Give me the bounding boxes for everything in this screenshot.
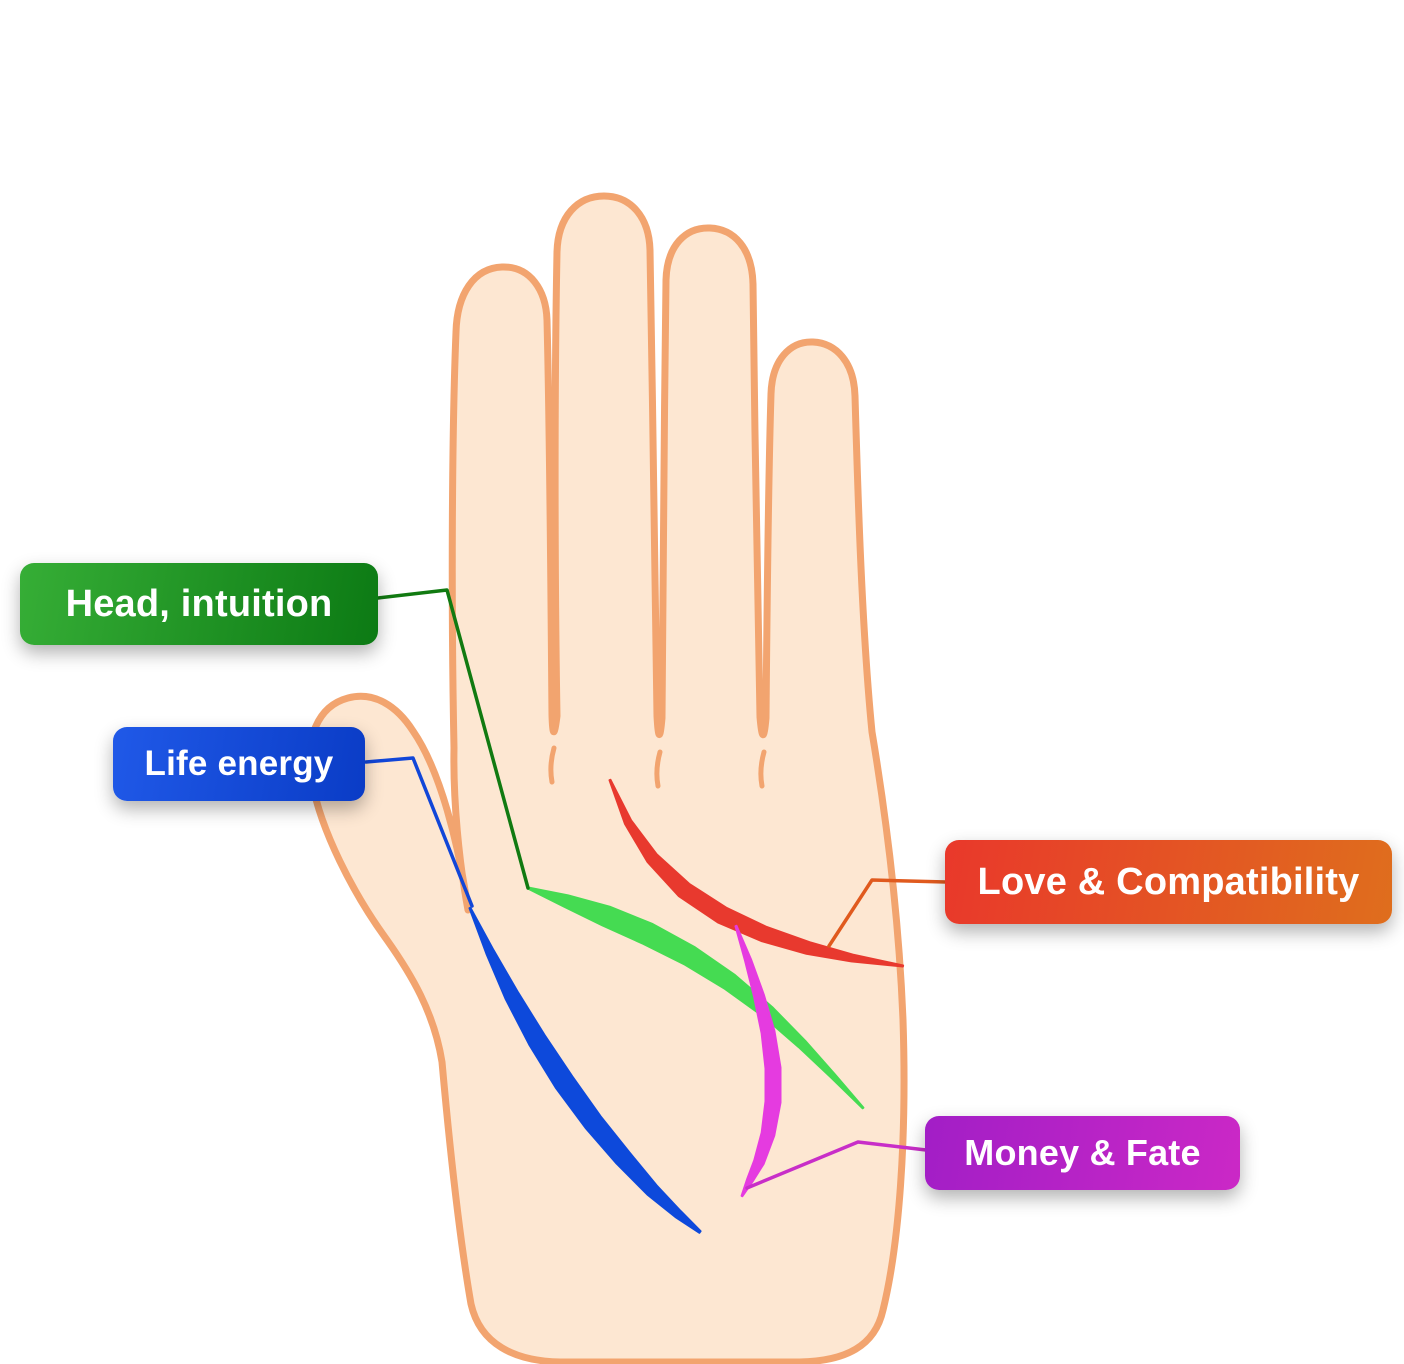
finger-crease-icon bbox=[758, 749, 767, 789]
label-money-fate: Money & Fate bbox=[925, 1116, 1240, 1190]
life-energy-palm-line bbox=[468, 906, 702, 1234]
label-text: Head, intuition bbox=[65, 582, 333, 625]
finger-crease-icon bbox=[654, 749, 663, 789]
label-life-energy: Life energy bbox=[113, 727, 365, 801]
hand-shape bbox=[306, 192, 908, 1364]
head-intuition-palm-line bbox=[526, 886, 865, 1110]
label-love-compatibility: Love & Compatibility bbox=[945, 840, 1392, 924]
label-text: Money & Fate bbox=[964, 1132, 1201, 1173]
label-text: Love & Compatibility bbox=[977, 860, 1360, 903]
love-heart-palm-line bbox=[608, 778, 905, 968]
finger-crease-icon bbox=[548, 745, 557, 785]
hand-outline bbox=[306, 192, 908, 1364]
leader-line-head-intuition bbox=[376, 588, 530, 890]
label-head-intuition: Head, intuition bbox=[20, 563, 378, 645]
leader-line-money-fate bbox=[745, 1140, 928, 1190]
leader-line-love-compatibility bbox=[827, 878, 948, 948]
leader-line-life-energy bbox=[364, 756, 474, 908]
palm-lines-layer bbox=[468, 778, 905, 1234]
leader-lines-layer bbox=[364, 588, 948, 1190]
money-fate-palm-line bbox=[734, 924, 782, 1198]
label-text: Life energy bbox=[144, 744, 334, 783]
